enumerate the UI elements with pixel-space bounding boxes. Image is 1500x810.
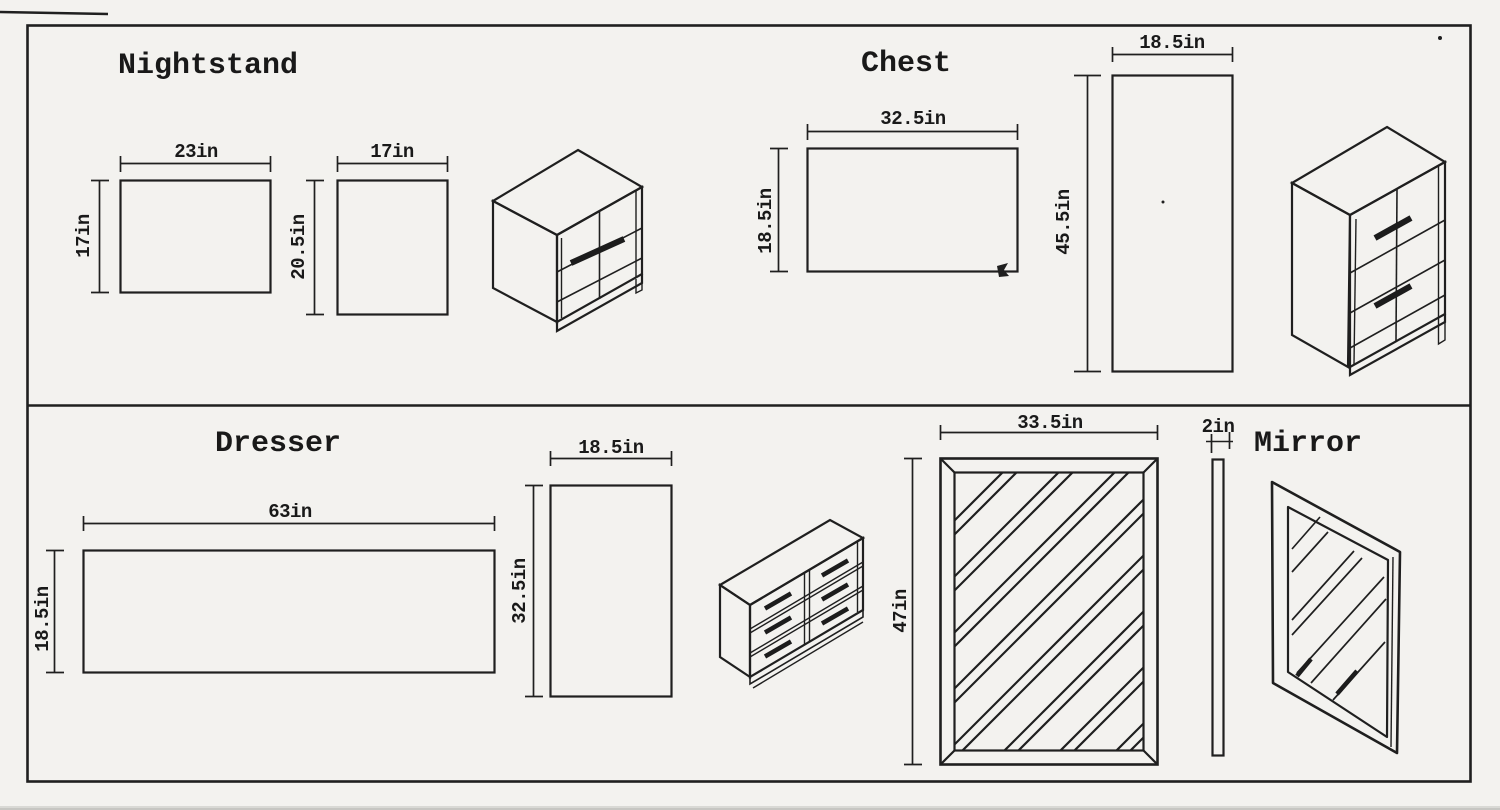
nightstand-front-outline (119, 179, 272, 294)
dresser-side-width-label: 18.5in (578, 437, 644, 459)
dresser-side-outline (549, 484, 673, 698)
mirror-3d-reflections (1291, 516, 1387, 701)
chest-foot (1437, 316, 1446, 346)
chest-top-width-label: 32.5in (880, 108, 946, 130)
chest-front-width-label: 18.5in (1139, 32, 1205, 54)
mirror-3d-frame-outer (1270, 480, 1402, 755)
nightstand-title: Nightstand (117, 49, 299, 83)
nightstand-side-outline (336, 179, 449, 316)
mirror-frame-inner (953, 471, 1145, 752)
mirror-front-width-label: 33.5in (1017, 412, 1083, 434)
nightstand-side-height-label: 20.5in (288, 214, 310, 280)
scan-bottom-edge (0, 808, 1500, 810)
chest-left-face (1290, 181, 1352, 369)
chest-top-outline (806, 147, 1019, 273)
chest-front-outline (1111, 74, 1234, 373)
chest-title: Chest (860, 47, 952, 81)
mirror-side-outline (1211, 458, 1225, 757)
nightstand-front-width-label: 23in (174, 141, 218, 163)
nightstand-front-height-label: 17in (73, 214, 95, 258)
chest-drawer-handle-top (1373, 215, 1413, 241)
chest-top-depth-label: 18.5in (755, 188, 777, 254)
dresser-drawer-handle (820, 606, 850, 626)
dresser-side-height-label: 32.5in (509, 558, 531, 624)
dresser-title: Dresser (214, 427, 342, 461)
nightstand-foot (635, 276, 643, 295)
dresser-top-view (46, 516, 496, 674)
nightstand-side-width-label: 17in (370, 141, 414, 163)
dresser-top-depth-label: 18.5in (32, 586, 54, 652)
dresser-left-face (718, 582, 752, 680)
scan-speck (1161, 200, 1165, 204)
dresser-drawer-handle (820, 558, 850, 578)
dresser-drawer-handle (763, 591, 793, 611)
scan-speck (1438, 36, 1442, 40)
mirror-3d-view (1270, 480, 1402, 755)
dresser-drawer-handle (763, 639, 793, 659)
mirror-frame-outer (939, 457, 1159, 766)
mirror-3d-frame-inner (1286, 505, 1390, 739)
scan-artifact-line (0, 10, 109, 16)
mirror-side-view (1206, 432, 1233, 757)
dresser-base (749, 610, 864, 686)
mirror-title: Mirror (1253, 427, 1363, 461)
chest-front-height-label: 45.5in (1053, 189, 1075, 255)
nightstand-left-face (491, 199, 559, 324)
mirror-front-view (904, 425, 1159, 766)
mirror-glass-hatching (955, 473, 1143, 750)
nightstand-front-view (91, 156, 272, 294)
chest-top-face (1289, 125, 1448, 217)
outer-border (26, 24, 1472, 783)
dresser-side-view (525, 451, 673, 698)
chest-base (1348, 314, 1447, 377)
nightstand-side-view (306, 156, 449, 316)
chest-top-view (770, 124, 1019, 277)
mirror-side-thickness-label: 2in (1201, 416, 1235, 438)
nightstand-3d-view (490, 148, 645, 333)
dresser-drawer-handle (820, 582, 850, 602)
dresser-top-outline (82, 549, 496, 674)
dresser-3d-view (717, 518, 866, 689)
nightstand-top-face (490, 148, 645, 237)
nightstand-drawer-handle (569, 236, 626, 266)
chest-drawer-handle-bottom (1373, 283, 1413, 309)
page-frame (0, 10, 1472, 783)
dresser-top-width-label: 63in (268, 501, 312, 523)
chest-3d-view (1289, 125, 1448, 377)
dresser-drawer-handle (763, 615, 793, 635)
chest-front-view (1074, 47, 1234, 373)
ink-blot (997, 263, 1009, 277)
mirror-front-height-label: 47in (890, 589, 912, 633)
